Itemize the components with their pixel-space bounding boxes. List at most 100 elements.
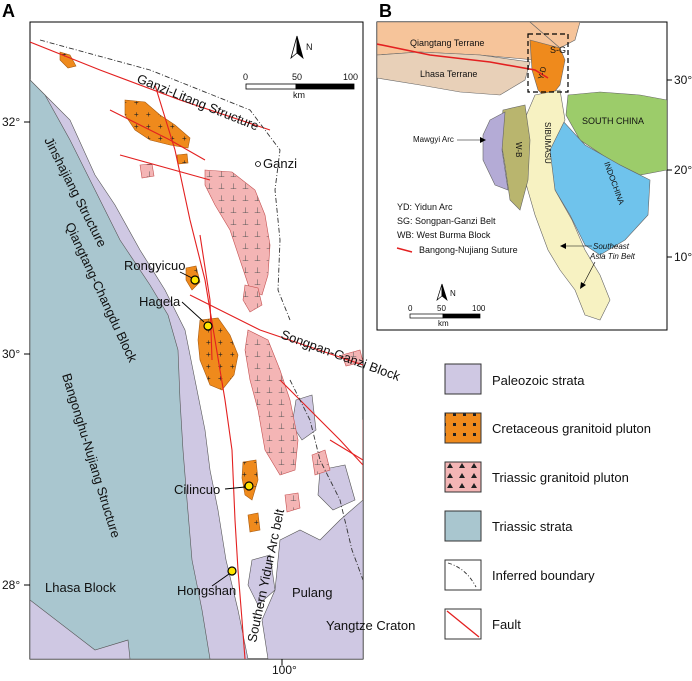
cretaceous-pluton-mid: [247, 512, 261, 533]
triassic-pluton-s1: [284, 492, 301, 513]
panel-a-letter: A: [2, 1, 15, 21]
lat-b-10: 10°: [674, 250, 692, 264]
lat-tick-30: 30°: [2, 347, 20, 361]
paleozoic-pulang-patch: [247, 554, 276, 606]
abbr-yd: YD: Yidun Arc: [397, 202, 453, 212]
label-sg: S-G: [550, 45, 566, 55]
triassic-pluton-n1: [242, 284, 263, 313]
legend-label-paleozoic: Paleozoic strata: [492, 373, 585, 388]
panel-b-scale-bar: 0 50 100 km: [408, 304, 486, 328]
legend-label-triassic-pluton: Triassic granitoid pluton: [492, 470, 629, 485]
fault-yidun-main: [154, 84, 246, 659]
label-yangtze-craton: Yangtze Craton: [326, 618, 415, 633]
legend-label-inferred-boundary: Inferred boundary: [492, 568, 595, 583]
site-label-hagela: Hagela: [139, 294, 181, 309]
legend: Paleozoic strata Cretaceous granitoid pl…: [444, 363, 651, 640]
label-tin-belt-1: Southeast: [593, 242, 630, 251]
triassic-pluton-n2: [139, 163, 155, 179]
fault-songpan: [189, 294, 363, 366]
fault-nw-2: [119, 154, 211, 181]
legend-label-triassic-strata: Triassic strata: [492, 519, 573, 534]
label-south-china: SOUTH CHINA: [582, 116, 644, 126]
triassic-pluton-s3: [311, 449, 331, 476]
north-label-b: N: [450, 289, 456, 298]
label-wb: W-B: [514, 142, 523, 157]
north-label-a: N: [306, 42, 313, 52]
study-area-box: [527, 33, 569, 93]
triassic-strata-belt: [30, 79, 211, 659]
scale-b-100: 100: [472, 304, 486, 313]
legend-label-cretaceous: Cretaceous granitoid pluton: [492, 421, 651, 436]
scale-a-100: 100: [343, 72, 358, 82]
sample-sites: Rongyicuo Hagela Cilincuo Hongshan: [124, 258, 254, 598]
cretaceous-pluton-nw: [124, 99, 191, 149]
panel-b-axes: 30° 20° 10°: [667, 73, 692, 264]
legend-item-triassic-strata: Triassic strata: [444, 510, 573, 542]
site-rongyicuo[interactable]: Rongyicuo: [124, 258, 200, 285]
site-hongshan[interactable]: Hongshan: [177, 566, 237, 598]
triassic-pluton-ganzi: [204, 169, 271, 296]
lon-tick-100: 100°: [272, 663, 297, 676]
fault-west-branch: [199, 234, 213, 361]
panel-a-scale-bar: 0 50 100 km: [243, 72, 358, 100]
label-lhasa-terrane: Lhasa Terrane: [420, 69, 477, 79]
lat-tick-32: 32°: [2, 115, 20, 129]
scale-b-50: 50: [437, 304, 446, 313]
cretaceous-pluton-hagela: [197, 317, 239, 391]
scale-a-50: 50: [292, 72, 302, 82]
abbr-sg: SG: Songpan-Ganzi Belt: [397, 216, 496, 226]
lat-tick-28: 28°: [2, 578, 20, 592]
cretaceous-pluton-cilincuo: [241, 459, 259, 501]
panel-b-abbreviations: YD: Yidun Arc SG: Songpan-Ganzi Belt WB:…: [396, 202, 518, 255]
label-tin-belt-2: Asia Tin Belt: [589, 252, 636, 261]
label-qiangtang-terrane: Qiangtang Terrane: [410, 38, 484, 48]
site-label-cilincuo: Cilincuo: [174, 482, 220, 497]
fault-east-2: [329, 439, 363, 461]
scale-a-unit: km: [293, 90, 305, 100]
legend-item-paleozoic: Paleozoic strata: [444, 363, 585, 395]
lat-b-20: 20°: [674, 163, 692, 177]
cretaceous-pluton-nw-dot: [176, 153, 189, 165]
site-cilincuo[interactable]: Cilincuo: [174, 481, 254, 497]
panel-a-north-arrow: N: [290, 35, 313, 60]
scale-a-0: 0: [243, 72, 248, 82]
panel-a: A: [2, 1, 415, 677]
faults-panel-a: [30, 41, 363, 659]
paleozoic-east-patch: [317, 464, 356, 511]
fault-nw-1: [109, 109, 206, 161]
legend-item-inferred-boundary: Inferred boundary: [444, 559, 595, 591]
panel-b-north-arrow: N: [436, 283, 456, 301]
triassic-pluton-east: [362, 419, 363, 501]
site-hagela[interactable]: Hagela: [139, 294, 213, 331]
legend-label-fault: Fault: [492, 617, 521, 632]
panel-a-axes: 32° 30° 28° 100°: [2, 115, 297, 677]
fault-ganzi-litang: [30, 41, 271, 131]
triassic-pluton-s2: [341, 349, 363, 367]
scale-b-unit: km: [438, 319, 449, 328]
label-sibumasu: SIBUMASU: [543, 122, 552, 164]
triassic-pluton-central: [244, 329, 299, 476]
site-label-rongyicuo: Rongyicuo: [124, 258, 185, 273]
abbr-wb: WB: West Burma Block: [397, 230, 491, 240]
sibumasu-block: [519, 89, 611, 321]
inferred-boundary-north: [39, 39, 291, 321]
cretaceous-pluton-east: [372, 403, 388, 420]
site-label-hongshan: Hongshan: [177, 583, 236, 598]
panel-b-letter: B: [379, 1, 392, 21]
bangong-nujiang-suture-line: [377, 43, 549, 79]
legend-item-fault: Fault: [444, 608, 521, 640]
lat-b-30: 30°: [674, 73, 692, 87]
panel-b: B 30° 20° 10°: [376, 1, 692, 331]
legend-item-cretaceous: Cretaceous granitoid pluton: [444, 412, 651, 444]
south-china-block: [565, 91, 667, 176]
inferred-boundary-east: [289, 379, 363, 581]
inferred-boundaries: [39, 39, 363, 581]
label-pulang: Pulang: [292, 585, 332, 600]
paleozoic-southeast: [261, 499, 363, 659]
legend-item-triassic-pluton: Triassic granitoid pluton: [444, 461, 629, 493]
cretaceous-pluton-east2: [368, 448, 383, 472]
label-mawgyi-arc: Mawgyi Arc: [413, 135, 454, 144]
abbr-bns: Bangong-Nujiang Suture: [419, 245, 518, 255]
